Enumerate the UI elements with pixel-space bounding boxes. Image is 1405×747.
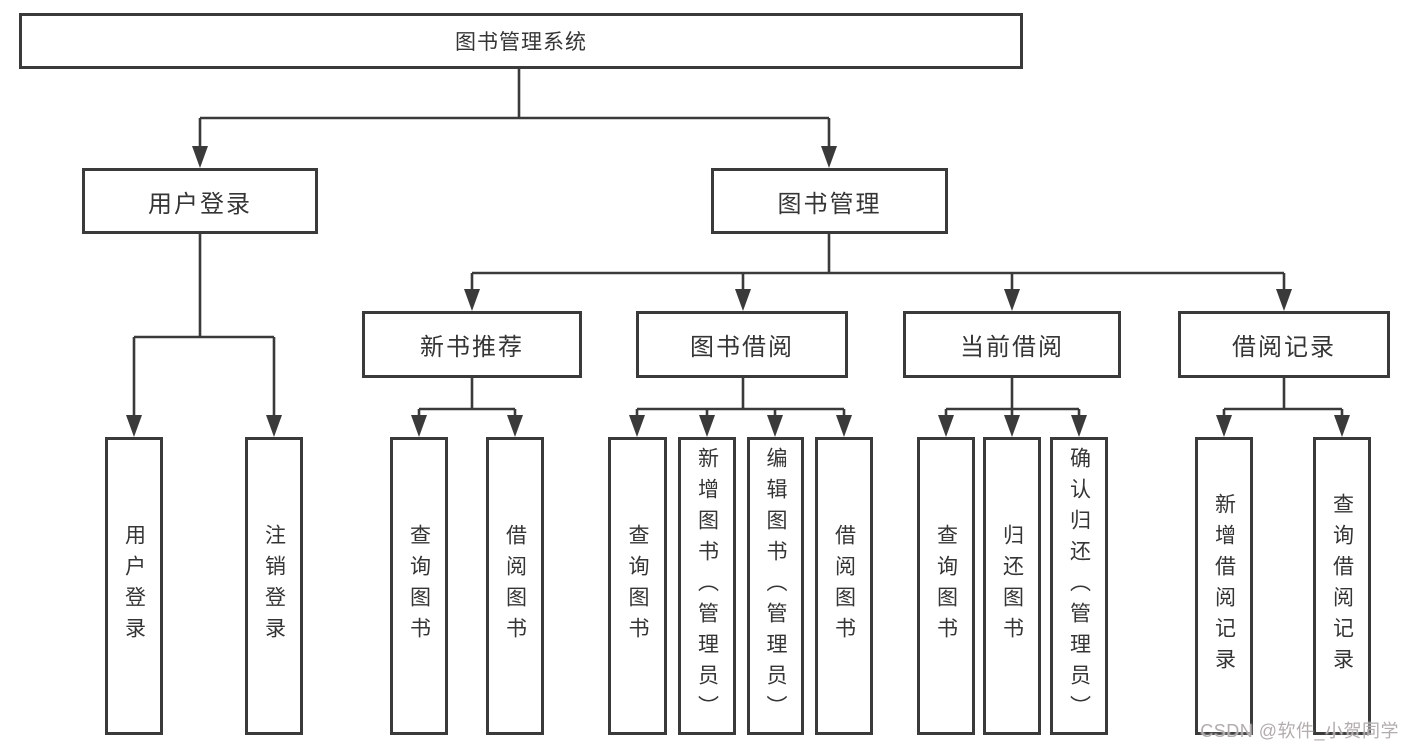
node-label: 图书借阅 — [690, 334, 794, 361]
node-label: 用户登录 — [148, 190, 252, 218]
node-label: 当前借阅 — [960, 334, 1064, 361]
leaf-edit-books-admin: 编辑图书（管理员） — [747, 437, 804, 735]
leaf-add-books-admin: 新增图书（管理员） — [678, 437, 736, 735]
leaf-label: 查询图书 — [407, 524, 431, 648]
leaf-add-borrow-record: 新增借阅记录 — [1195, 437, 1253, 735]
node-borrow-records: 借阅记录 — [1178, 311, 1390, 378]
leaf-borrow-books-recommend: 借阅图书 — [486, 437, 544, 735]
node-label: 图书管理 — [777, 190, 882, 218]
node-user-login-module: 用户登录 — [82, 168, 318, 234]
arrow-down-icon — [126, 415, 142, 437]
arrow-down-icon — [1334, 415, 1350, 437]
arrow-down-icon — [1216, 415, 1232, 437]
leaf-borrow-books: 借阅图书 — [815, 437, 873, 735]
leaf-logout: 注销登录 — [245, 437, 303, 735]
leaf-return-books: 归还图书 — [983, 437, 1041, 735]
leaf-query-books-current: 查询图书 — [917, 437, 975, 735]
leaf-label: 查询借阅记录 — [1330, 493, 1354, 679]
leaf-label: 注销登录 — [262, 524, 286, 648]
leaf-label: 新增图书（管理员） — [695, 446, 719, 726]
leaf-query-borrow-record: 查询借阅记录 — [1313, 437, 1371, 735]
leaf-label: 查询图书 — [934, 524, 958, 648]
leaf-label: 用户登录 — [122, 524, 146, 648]
leaf-label: 编辑图书（管理员） — [764, 446, 787, 726]
arrow-down-icon — [507, 415, 523, 437]
leaf-label: 归还图书 — [1000, 524, 1024, 648]
node-new-book-recommendation: 新书推荐 — [362, 311, 582, 378]
arrow-down-icon — [192, 146, 208, 168]
node-label: 图书管理系统 — [455, 31, 587, 54]
leaf-query-books-recommend: 查询图书 — [390, 437, 448, 735]
leaf-query-books-borrowing: 查询图书 — [608, 437, 667, 735]
arrow-down-icon — [767, 415, 783, 437]
arrow-down-icon — [266, 415, 282, 437]
arrow-down-icon — [1004, 289, 1020, 311]
connector-path — [132, 69, 1344, 420]
arrow-down-icon — [735, 289, 751, 311]
arrow-down-icon — [699, 415, 715, 437]
leaf-label: 查询图书 — [626, 524, 649, 648]
node-label: 新书推荐 — [420, 334, 524, 361]
node-book-borrowing: 图书借阅 — [636, 311, 848, 378]
csdn-watermark: CSDN @软件_小贺同学 — [1200, 721, 1399, 741]
arrow-down-icon — [629, 415, 645, 437]
leaf-label: 借阅图书 — [503, 524, 527, 648]
node-label: 借阅记录 — [1232, 334, 1336, 361]
node-book-management: 图书管理 — [711, 168, 948, 234]
arrowheads — [126, 146, 1350, 437]
leaf-label: 借阅图书 — [832, 524, 856, 648]
leaf-confirm-return-admin: 确认归还（管理员） — [1050, 437, 1108, 735]
arrow-down-icon — [1004, 415, 1020, 437]
leaf-user-login: 用户登录 — [105, 437, 163, 735]
arrow-down-icon — [1071, 415, 1087, 437]
leaf-label: 确认归还（管理员） — [1067, 446, 1091, 726]
arrow-down-icon — [938, 415, 954, 437]
arrow-down-icon — [821, 146, 837, 168]
leaf-label: 新增借阅记录 — [1212, 493, 1236, 679]
arrow-down-icon — [464, 289, 480, 311]
arrow-down-icon — [411, 415, 427, 437]
arrow-down-icon — [836, 415, 852, 437]
arrow-down-icon — [1276, 289, 1292, 311]
node-library-system: 图书管理系统 — [19, 13, 1023, 69]
node-current-borrowing: 当前借阅 — [903, 311, 1121, 378]
